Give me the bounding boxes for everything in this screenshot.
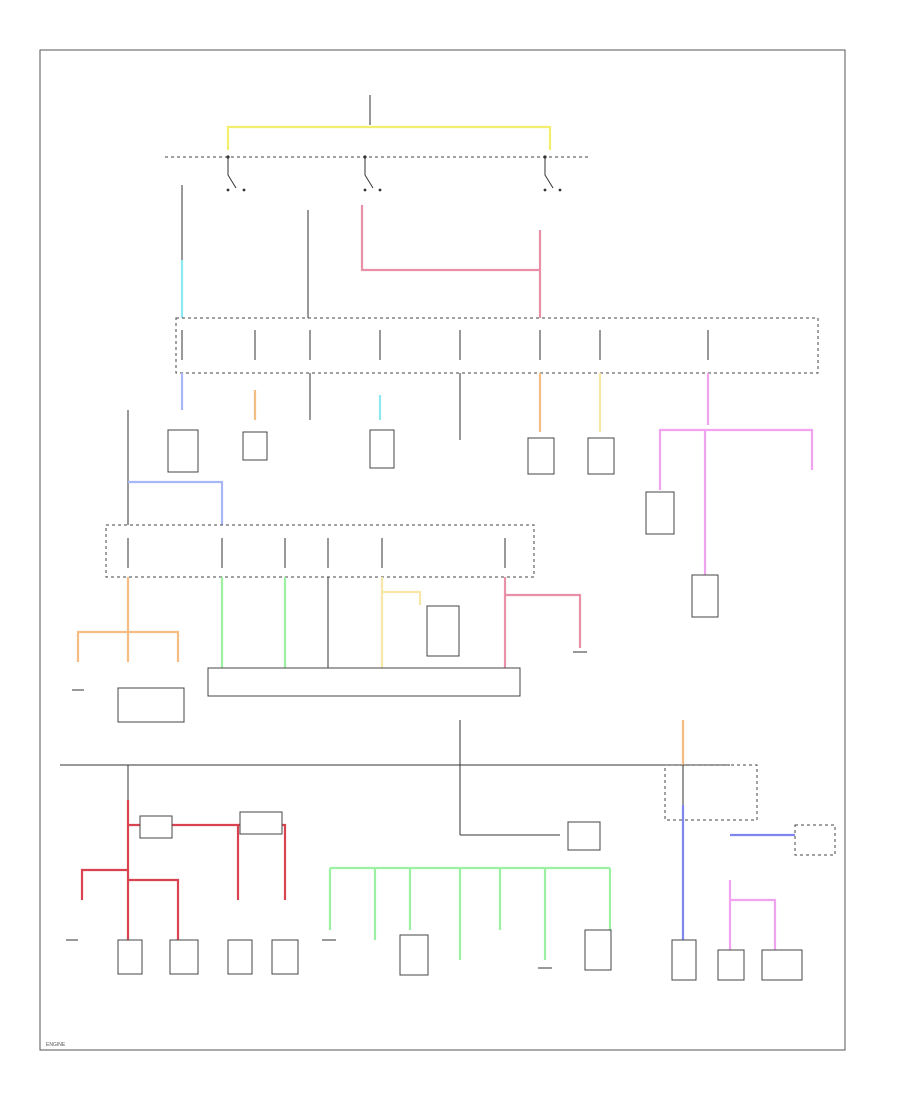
upper-box-outputs	[167, 373, 814, 618]
top-power-feed	[165, 95, 590, 159]
junction-fuses-lower	[127, 538, 506, 568]
left-feed	[127, 410, 224, 525]
lower-middle-switch-group	[328, 765, 612, 976]
ignition-switch-contacts	[226, 157, 562, 192]
lower-left-relay-group	[80, 765, 299, 975]
junction-fuses-upper	[181, 330, 709, 360]
lower-feed	[60, 720, 730, 766]
diagram-frame	[39, 49, 846, 1051]
lower-right-group	[664, 764, 836, 981]
corner-label: ENGINE	[46, 1042, 66, 1048]
lighting-box-outputs	[76, 577, 582, 723]
ground-symbols	[66, 651, 587, 969]
lighting-junction-box	[105, 524, 535, 578]
central-junction-box	[175, 317, 819, 374]
feed-wires	[180, 185, 542, 318]
